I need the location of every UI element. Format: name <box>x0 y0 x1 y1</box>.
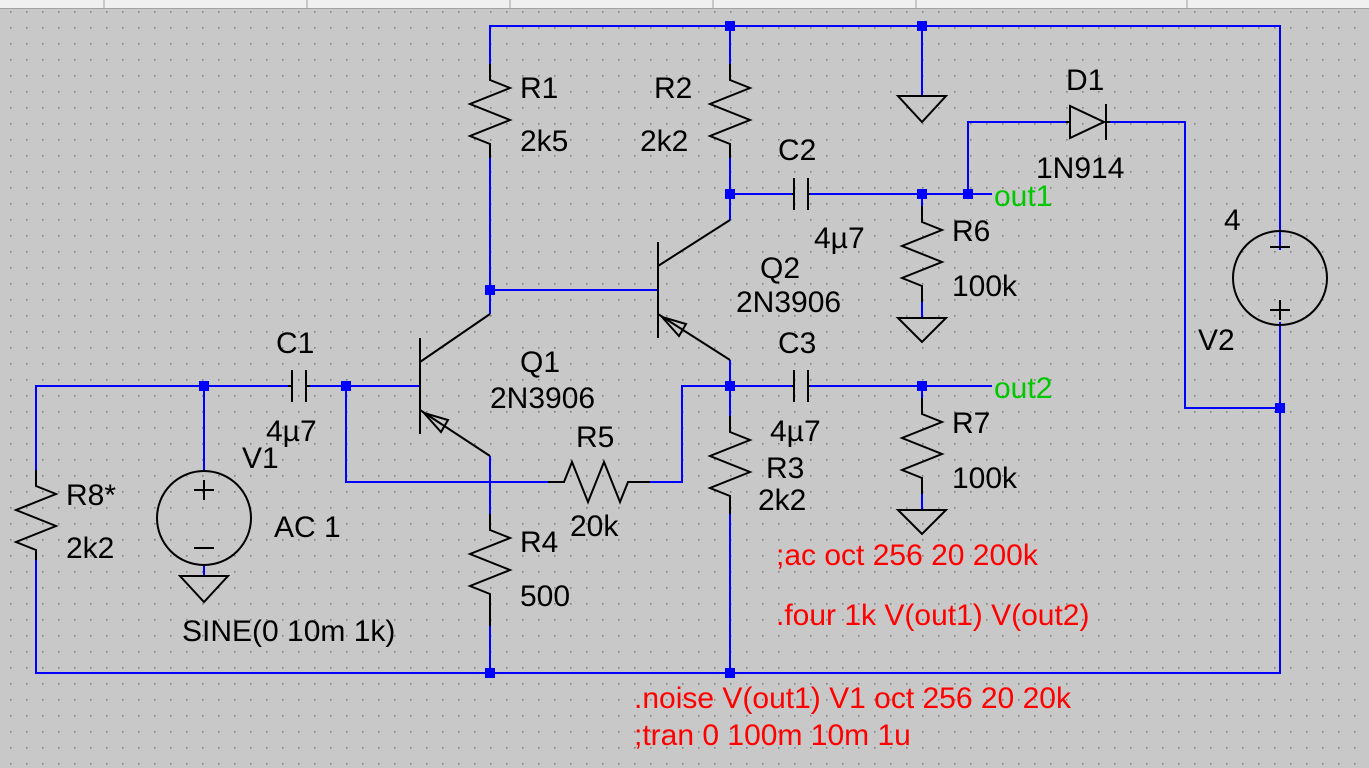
transistor-q2[interactable] <box>657 219 731 361</box>
directive-noise[interactable]: .noise V(out1) V1 oct 256 20 20k <box>634 682 1072 715</box>
junction-dots <box>199 21 1285 678</box>
r6-name[interactable]: R6 <box>952 215 990 248</box>
wires[interactable] <box>35 25 1281 674</box>
ground-top[interactable] <box>895 95 949 124</box>
directive-ac[interactable]: ;ac oct 256 20 200k <box>776 539 1039 572</box>
d1-name[interactable]: D1 <box>1066 64 1104 97</box>
v1-value[interactable]: SINE(0 10m 1k) <box>182 615 395 648</box>
r8-name[interactable]: R8* <box>66 479 116 512</box>
q1-value[interactable]: 2N3906 <box>490 382 595 415</box>
ground-v1[interactable] <box>177 575 231 604</box>
resistor-r3[interactable] <box>707 416 753 514</box>
directive-tran[interactable]: ;tran 0 100m 10m 1u <box>634 719 911 752</box>
voltage-source-v2[interactable] <box>1232 230 1328 326</box>
resistor-icon <box>707 64 753 158</box>
ground-icon <box>895 95 949 124</box>
resistor-r1[interactable] <box>467 64 513 158</box>
ground-r7[interactable] <box>895 509 949 536</box>
ground-r6[interactable] <box>895 317 949 344</box>
voltage-source-icon <box>1232 230 1328 326</box>
resistor-r8[interactable] <box>13 470 59 560</box>
voltage-source-icon <box>156 470 252 566</box>
resistor-r7[interactable] <box>899 398 945 494</box>
r6-value[interactable]: 100k <box>952 270 1018 303</box>
v1-name[interactable]: V1 <box>242 442 279 475</box>
diode-d1[interactable] <box>1066 104 1110 140</box>
resistor-icon <box>467 514 513 626</box>
net-label-out1[interactable]: out1 <box>994 180 1052 213</box>
d1-value[interactable]: 1N914 <box>1036 152 1124 185</box>
resistor-icon <box>899 398 945 494</box>
capacitor-c1[interactable] <box>288 370 310 402</box>
resistor-icon <box>899 206 945 302</box>
resistor-icon <box>467 64 513 158</box>
resistor-r2[interactable] <box>707 64 753 158</box>
pnp-transistor-icon <box>419 313 491 457</box>
diode-icon <box>1066 104 1110 140</box>
r7-value[interactable]: 100k <box>952 462 1018 495</box>
transistor-q1[interactable] <box>419 313 491 457</box>
resistor-r4[interactable] <box>467 514 513 626</box>
capacitor-c2[interactable] <box>792 178 810 210</box>
r1-value[interactable]: 2k5 <box>520 125 568 158</box>
capacitor-c3[interactable] <box>792 370 810 402</box>
v2-value[interactable]: 4 <box>1224 204 1241 237</box>
r5-name[interactable]: R5 <box>576 421 614 454</box>
resistor-icon <box>13 470 59 560</box>
c1-value[interactable]: 4µ7 <box>266 415 317 448</box>
r7-name[interactable]: R7 <box>952 407 990 440</box>
v2-name[interactable]: V2 <box>1198 324 1235 357</box>
c3-name[interactable]: C3 <box>778 327 816 360</box>
v1-ac-spec[interactable]: AC 1 <box>274 511 341 544</box>
ground-icon <box>895 509 949 536</box>
r5-value[interactable]: 20k <box>570 510 619 543</box>
resistor-r5[interactable] <box>548 459 650 505</box>
r2-name[interactable]: R2 <box>654 72 692 105</box>
resistor-r6[interactable] <box>899 206 945 302</box>
r4-name[interactable]: R4 <box>520 526 558 559</box>
r4-value[interactable]: 500 <box>520 580 570 613</box>
c1-name[interactable]: C1 <box>276 327 314 360</box>
r1-name[interactable]: R1 <box>520 72 558 105</box>
q1-name[interactable]: Q1 <box>520 346 560 379</box>
q2-value[interactable]: 2N3906 <box>736 286 841 319</box>
r3-value[interactable]: 2k2 <box>758 484 806 517</box>
c2-name[interactable]: C2 <box>778 134 816 167</box>
top-ruler <box>0 0 1369 9</box>
c3-value[interactable]: 4µ7 <box>770 415 821 448</box>
c2-value[interactable]: 4µ7 <box>814 222 865 255</box>
voltage-source-v1[interactable] <box>156 470 252 566</box>
r8-value[interactable]: 2k2 <box>66 532 114 565</box>
resistor-icon <box>548 459 650 505</box>
r3-name[interactable]: R3 <box>766 452 804 485</box>
capacitor-icon <box>792 370 810 402</box>
net-label-out2[interactable]: out2 <box>994 372 1052 405</box>
ground-icon <box>895 317 949 344</box>
resistor-icon <box>707 416 753 514</box>
r2-value[interactable]: 2k2 <box>640 125 688 158</box>
ground-icon <box>177 575 231 604</box>
capacitor-icon <box>288 370 310 402</box>
directive-four[interactable]: .four 1k V(out1) V(out2) <box>776 599 1089 632</box>
q2-name[interactable]: Q2 <box>760 252 800 285</box>
pnp-transistor-icon <box>657 219 731 361</box>
capacitor-icon <box>792 178 810 210</box>
